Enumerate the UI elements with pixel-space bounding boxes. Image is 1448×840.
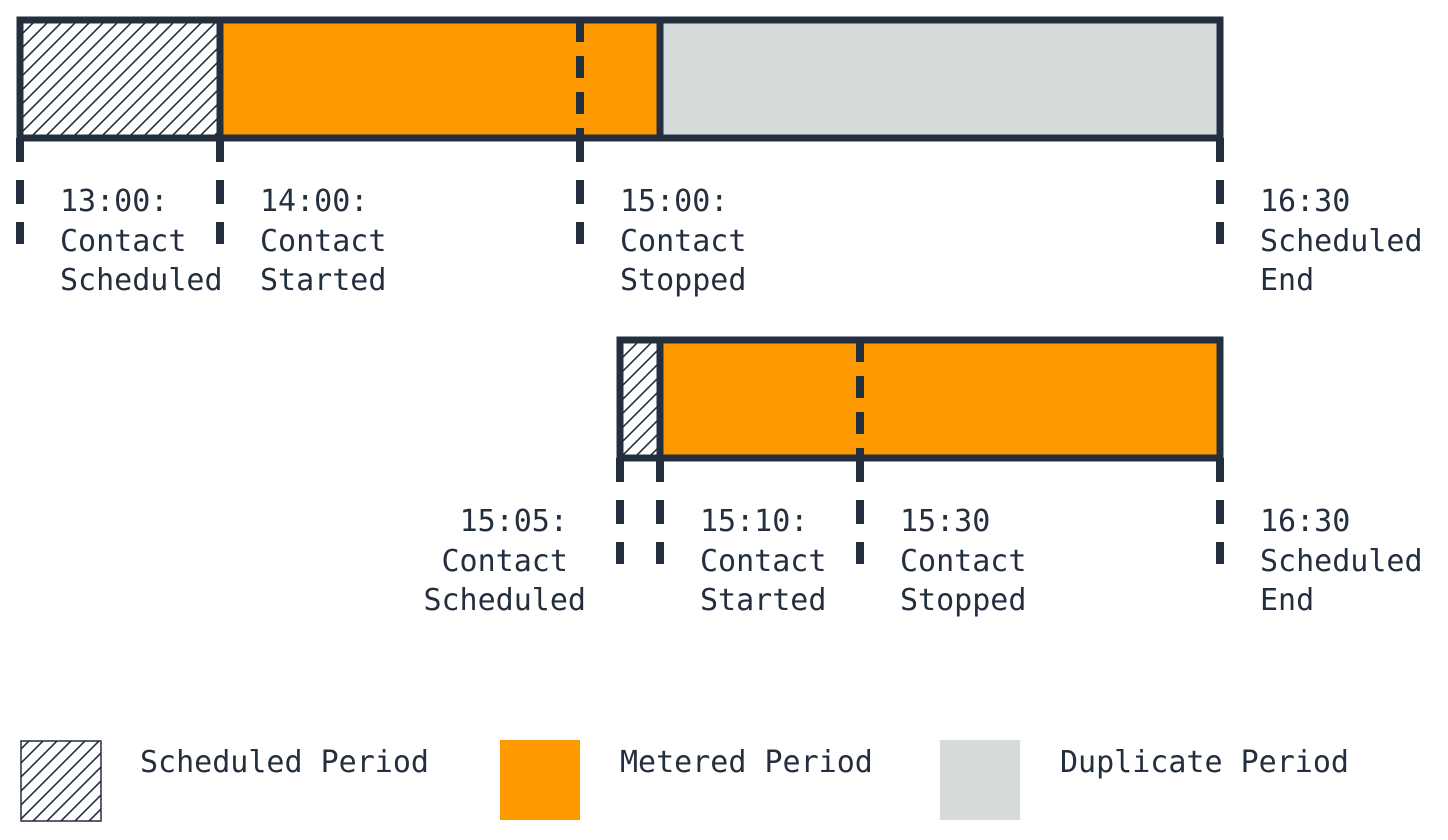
legend-label-metered: Metered Period — [620, 745, 873, 780]
legend-label-duplicate: Duplicate Period — [1060, 745, 1349, 780]
timeline-1-label-contact-stopped: 15:00: Contact Stopped — [620, 184, 765, 298]
legend-swatch-metered — [500, 740, 580, 820]
timeline-2-label-scheduled-end: 16:30 Scheduled End — [1260, 504, 1441, 618]
duplicate-period-segment — [660, 20, 1220, 138]
timeline-2: 15:05: Contact Scheduled 15:10: Contact … — [423, 336, 1441, 618]
timeline-1-label-scheduled-end: 16:30 Scheduled End — [1260, 184, 1441, 298]
scheduled-period-segment — [620, 340, 660, 458]
legend: Scheduled Period Metered Period Duplicat… — [20, 740, 1349, 822]
timeline-1-bar-outline — [16, 16, 1224, 142]
metered-period-segment — [660, 340, 1220, 458]
timeline-2-label-contact-started: 15:10: Contact Started — [700, 504, 845, 618]
metered-period-segment — [220, 20, 660, 138]
scheduled-period-segment — [20, 20, 220, 138]
timeline-1-label-contact-started: 14:00: Contact Started — [260, 184, 405, 298]
timeline-1: 13:00: Contact Scheduled 14:00: Contact … — [16, 16, 1441, 298]
legend-swatch-duplicate — [940, 740, 1020, 820]
timeline-1-label-contact-scheduled: 13:00: Contact Scheduled — [60, 184, 223, 298]
timeline-2-bar-outline — [616, 336, 1224, 462]
legend-swatch-scheduled — [20, 740, 102, 822]
timeline-2-label-contact-stopped: 15:30 Contact Stopped — [900, 504, 1045, 618]
timeline-2-label-contact-scheduled: 15:05: Contact Scheduled — [423, 504, 586, 618]
legend-label-scheduled: Scheduled Period — [140, 745, 429, 780]
